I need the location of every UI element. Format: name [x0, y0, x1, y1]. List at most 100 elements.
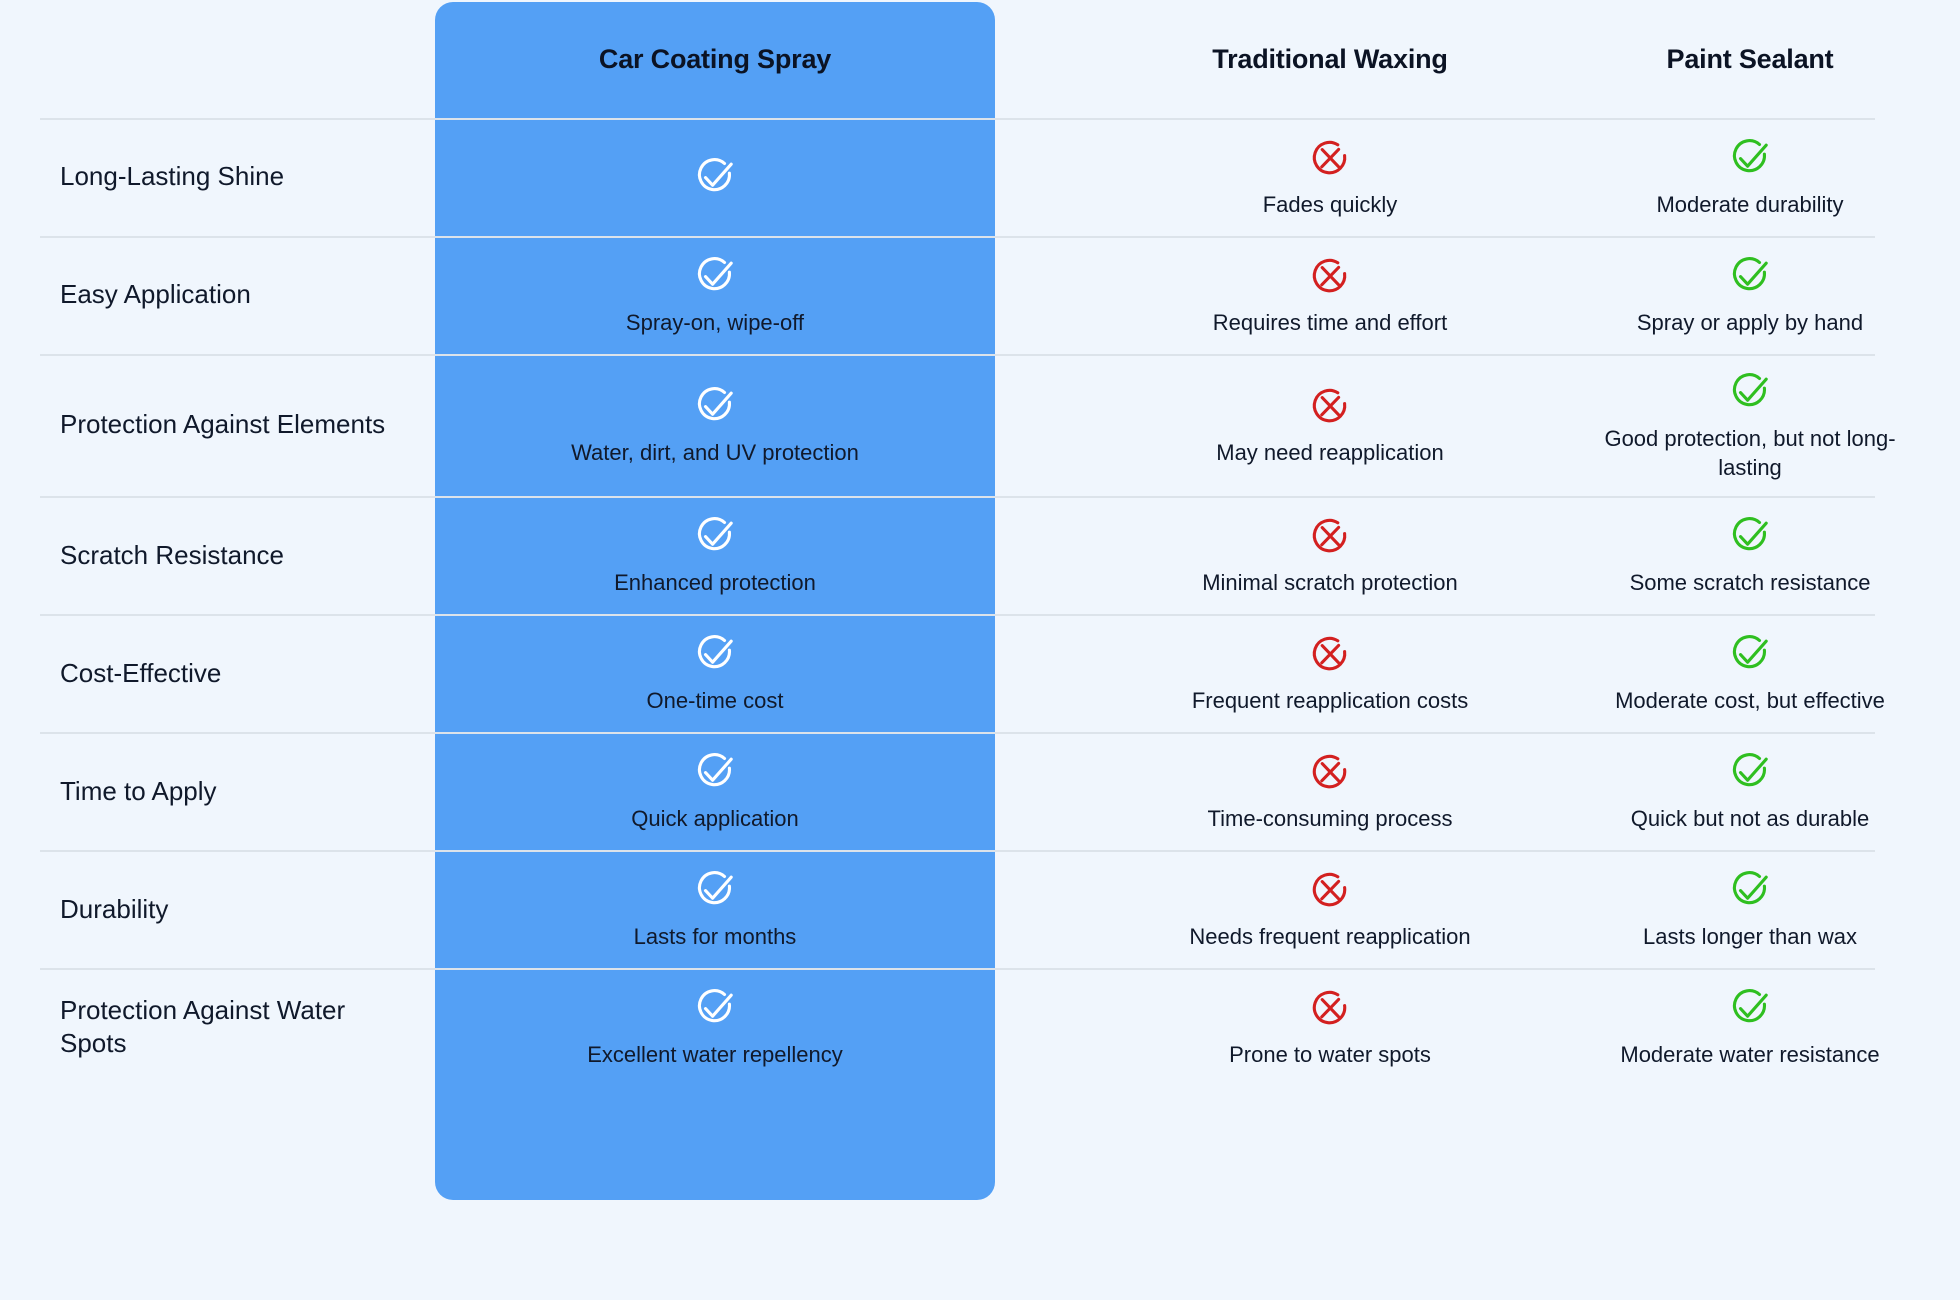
check-circle-icon: [691, 153, 739, 201]
cell-note: May need reapplication: [1216, 440, 1444, 466]
column-title: Traditional Waxing: [1212, 43, 1448, 74]
row-feature-label-cell: Easy Application: [0, 236, 435, 354]
comparison-table: Car Coating Spray Traditional Waxing Paint…: [0, 0, 1960, 1086]
check-circle-icon: [1726, 984, 1774, 1032]
check-circle-icon: [1726, 866, 1774, 914]
feature-name: Long-Lasting Shine: [60, 161, 285, 192]
x-circle-icon: [1306, 512, 1354, 560]
cell-traditional_waxing: Minimal scratch protection: [1120, 496, 1540, 614]
cell-car_coating_spray: Spray-on, wipe-off: [435, 236, 995, 354]
cell-car_coating_spray: Excellent water repellency: [435, 968, 995, 1086]
cell-paint_sealant: Quick but not as durable: [1540, 732, 1960, 850]
check-circle-icon: [691, 748, 739, 796]
x-circle-icon: [1306, 866, 1354, 914]
check-circle-icon: [691, 252, 739, 300]
header-car_coating_spray[interactable]: Car Coating Spray: [435, 0, 995, 118]
cell-traditional_waxing: Needs frequent reapplication: [1120, 850, 1540, 968]
check-circle-icon: [1726, 630, 1774, 678]
cell-note: Frequent reapplication costs: [1191, 688, 1469, 714]
cell-note: Enhanced protection: [614, 570, 816, 596]
column-title: Car Coating Spray: [598, 43, 832, 74]
check-circle-icon: [1726, 748, 1774, 796]
row-gap: [995, 850, 1120, 968]
cell-paint_sealant: Lasts longer than wax: [1540, 850, 1960, 968]
row-gap: [995, 496, 1120, 614]
cell-traditional_waxing: Requires time and effort: [1120, 236, 1540, 354]
table-row: Protection Against Elements Water, dirt, …: [0, 354, 1960, 496]
cell-note: Excellent water repellency: [587, 1042, 843, 1068]
cell-note: Spray-on, wipe-off: [625, 310, 805, 336]
cell-note: Quick application: [631, 806, 799, 832]
cell-note: Lasts longer than wax: [1642, 924, 1858, 950]
cell-paint_sealant: Moderate water resistance: [1540, 968, 1960, 1086]
cell-note: Moderate cost, but effective: [1615, 688, 1885, 714]
cell-traditional_waxing: Prone to water spots: [1120, 968, 1540, 1086]
check-circle-icon: [1726, 512, 1774, 560]
feature-name: Protection Against Elements: [60, 409, 386, 440]
cell-note: Spray or apply by hand: [1636, 310, 1864, 336]
header-paint_sealant[interactable]: Paint Sealant: [1540, 0, 1960, 118]
cell-car_coating_spray: One-time cost: [435, 614, 995, 732]
feature-name: Durability: [60, 893, 169, 924]
row-gap: [995, 614, 1120, 732]
cell-paint_sealant: Some scratch resistance: [1540, 496, 1960, 614]
cell-traditional_waxing: Time-consuming process: [1120, 732, 1540, 850]
header-traditional_waxing[interactable]: Traditional Waxing: [1120, 0, 1540, 118]
row-gap: [995, 236, 1120, 354]
cell-paint_sealant: Spray or apply by hand: [1540, 236, 1960, 354]
cell-traditional_waxing: Fades quickly: [1120, 118, 1540, 236]
check-circle-icon: [691, 866, 739, 914]
x-circle-icon: [1306, 748, 1354, 796]
x-circle-icon: [1306, 382, 1354, 430]
check-circle-icon: [691, 382, 739, 430]
cell-note: Some scratch resistance: [1629, 570, 1871, 596]
feature-name: Time to Apply: [60, 775, 217, 806]
row-gap: [995, 354, 1120, 496]
check-circle-icon: [691, 512, 739, 560]
row-feature-label-cell: Scratch Resistance: [0, 496, 435, 614]
column-title: Paint Sealant: [1666, 43, 1834, 74]
cell-note: One-time cost: [646, 688, 784, 714]
cell-note: Moderate water resistance: [1620, 1042, 1880, 1068]
check-circle-icon: [1726, 252, 1774, 300]
cell-note: Minimal scratch protection: [1202, 570, 1458, 596]
row-feature-label-cell: Protection Against Water Spots: [0, 968, 435, 1086]
check-circle-icon: [691, 630, 739, 678]
feature-name: Easy Application: [60, 279, 251, 310]
cell-traditional_waxing: May need reapplication: [1120, 354, 1540, 496]
x-circle-icon: [1306, 984, 1354, 1032]
table-row: Durability Lasts for months Needs frequent…: [0, 850, 1960, 968]
cell-note: Requires time and effort: [1212, 310, 1448, 336]
row-feature-label-cell: Durability: [0, 850, 435, 968]
x-circle-icon: [1306, 134, 1354, 182]
check-circle-icon: [691, 984, 739, 1032]
cell-note: Fades quickly: [1262, 192, 1398, 218]
row-gap: [995, 118, 1120, 236]
feature-name: Cost-Effective: [60, 657, 222, 688]
cell-note: Moderate durability: [1656, 192, 1844, 218]
highlighted-column-card: [435, 2, 995, 1200]
check-circle-icon: [1726, 134, 1774, 182]
cell-car_coating_spray: Water, dirt, and UV protection: [435, 354, 995, 496]
row-feature-label-cell: Long-Lasting Shine: [0, 118, 435, 236]
row-feature-label-cell: Cost-Effective: [0, 614, 435, 732]
cell-car_coating_spray: Quick application: [435, 732, 995, 850]
cell-note: Quick but not as durable: [1630, 806, 1870, 832]
cell-note: Time-consuming process: [1207, 806, 1453, 832]
cell-car_coating_spray: Lasts for months: [435, 850, 995, 968]
cell-note: Good protection, but not long-lasting: [1604, 426, 1896, 480]
cell-paint_sealant: Moderate cost, but effective: [1540, 614, 1960, 732]
cell-traditional_waxing: Frequent reapplication costs: [1120, 614, 1540, 732]
cell-note: Prone to water spots: [1229, 1042, 1431, 1068]
cell-car_coating_spray: Enhanced protection: [435, 496, 995, 614]
cell-paint_sealant: Good protection, but not long-lasting: [1540, 354, 1960, 496]
cell-car_coating_spray: [435, 118, 995, 236]
cell-paint_sealant: Moderate durability: [1540, 118, 1960, 236]
feature-name: Protection Against Water Spots: [60, 994, 346, 1059]
